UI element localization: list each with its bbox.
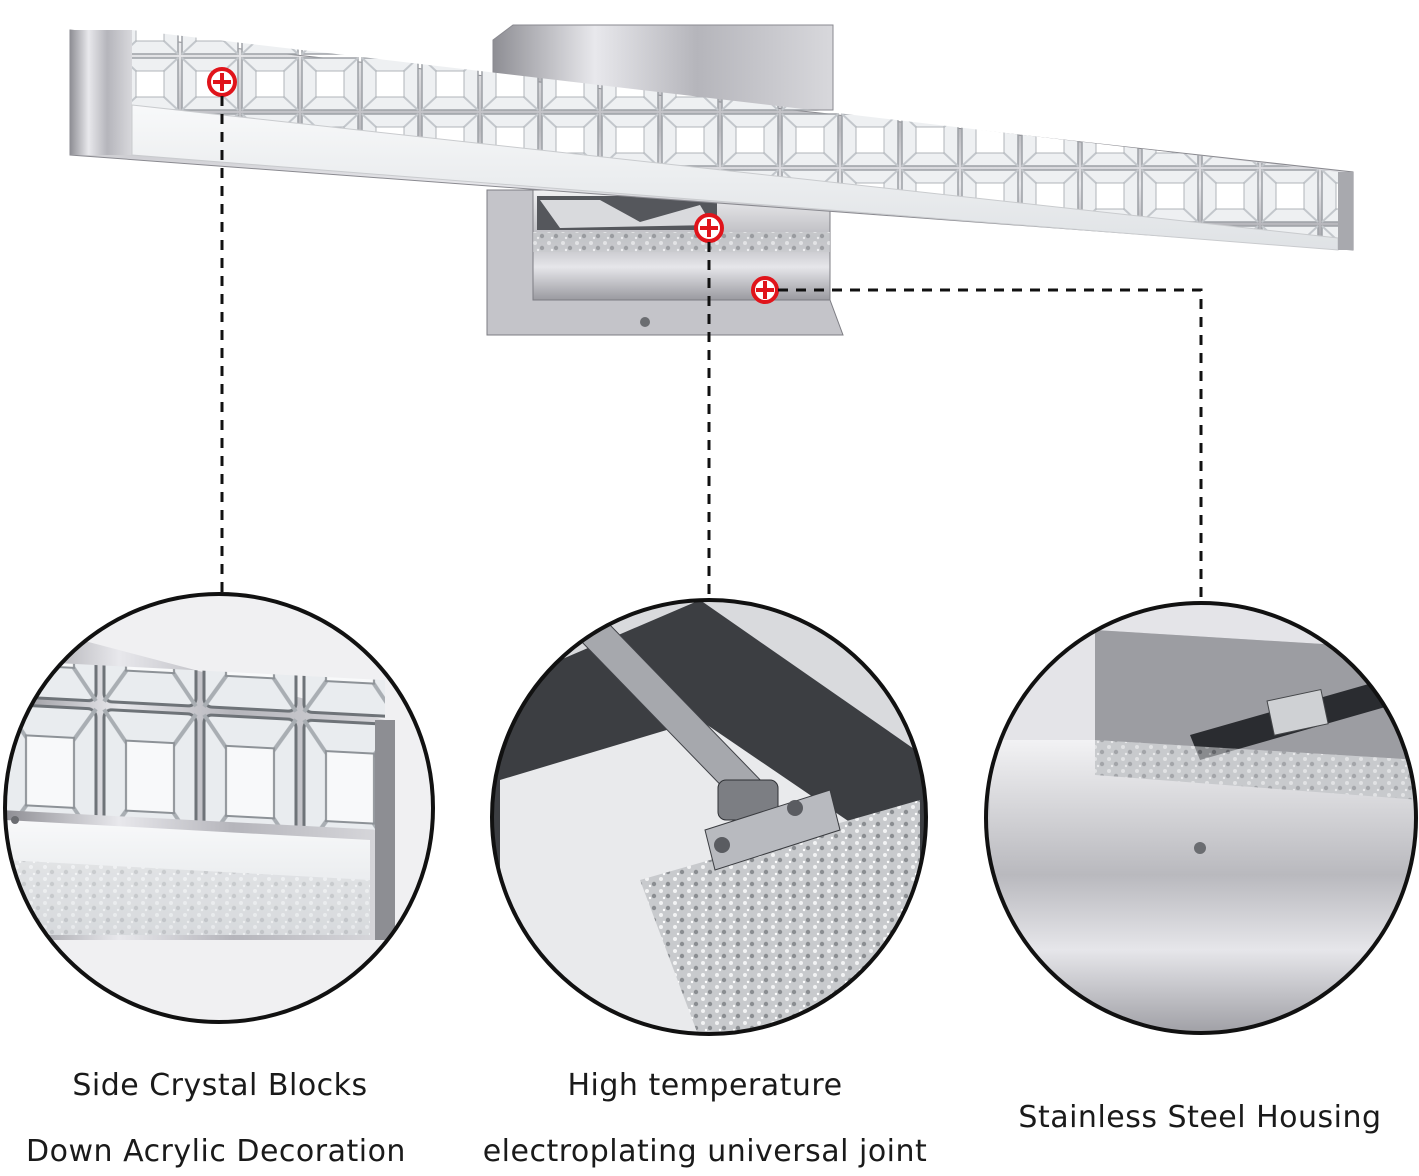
caption-acrylic-decoration: Down Acrylic Decoration: [26, 1134, 406, 1169]
detail-circle-crystal: [3, 592, 435, 1024]
caption-high-temperature: High temperature: [567, 1068, 843, 1103]
leader-line-housing: [778, 288, 1203, 602]
caption-steel-housing: Stainless Steel Housing: [1018, 1100, 1382, 1135]
detail-circle-joint: [490, 598, 928, 1036]
callout-marker-crystal: [207, 67, 237, 97]
callout-marker-housing: [751, 276, 779, 304]
leader-lines: [220, 96, 1203, 602]
mounting-base: [486, 189, 844, 336]
caption-universal-joint: electroplating universal joint: [482, 1134, 928, 1169]
light-bar: [69, 29, 1354, 251]
callout-marker-joint: [694, 213, 724, 243]
detail-circle-housing: [984, 601, 1418, 1035]
caption-crystal-blocks: Side Crystal Blocks: [72, 1068, 368, 1103]
